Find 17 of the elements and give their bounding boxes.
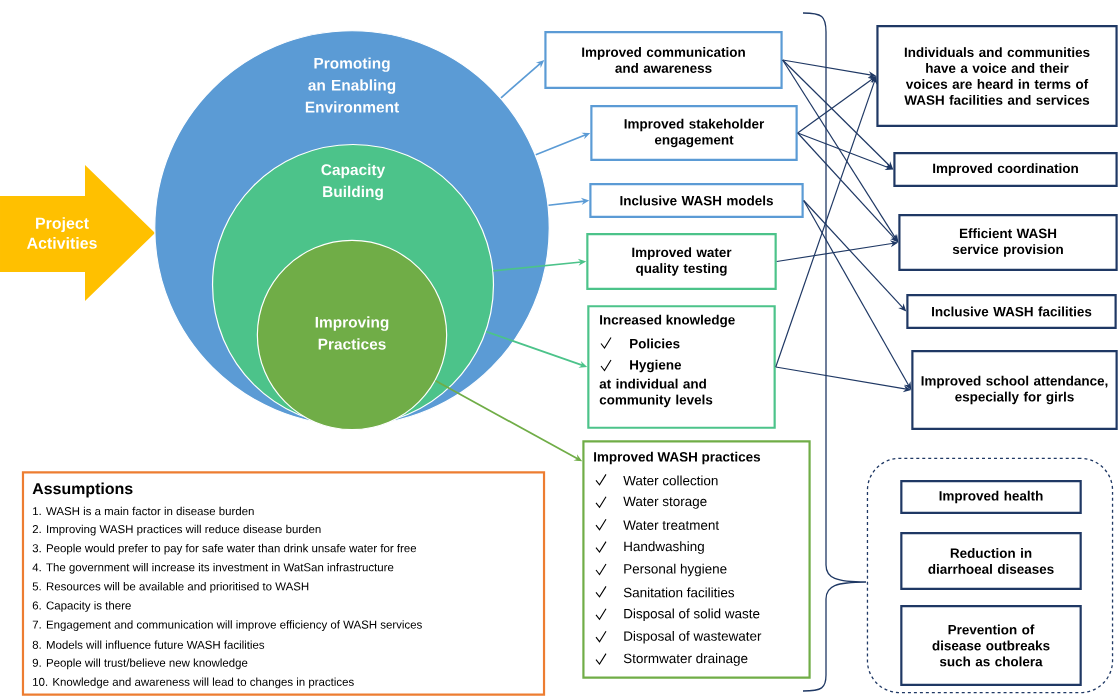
- outcome-box: Improved health: [900, 479, 1082, 515]
- outcome-box: Individuals and communities have a voice and their voices are heard in terms of WASH facilities and services: [876, 25, 1118, 127]
- outcome-box: Inclusive WASH models: [589, 182, 804, 219]
- list-box: Improved WASH practices Water collection Water storage Water treatment Handwashing Personal hygiene Sanitation facilities Disposal of solid waste Disposal of wastewater Stormwater drainage: [582, 440, 811, 679]
- outcome-box: Improved coordination: [893, 151, 1118, 188]
- outcome-box: Improved water quality testing: [586, 233, 777, 290]
- arrow: [803, 199, 912, 390]
- outcome-box: Prevention of disease outbreaks such as cholera: [900, 605, 1082, 686]
- outcome-box: Efficient WASH service provision: [898, 214, 1118, 271]
- assumptions-box: Assumptions 1. WASH is a main factor in disease burden 2. Improving WASH practices will reduce disease burden 3. People would prefer to pay for safe water than drink unsafe water for free 4. The government will increase its investment in WatSan infrastructure 5. Resources will be available and prioritised to WASH 6. Capacity is there 7. Engagement and communication will improve efficiency of WASH services 8. Models will influence future WASH facilities 9. People will trust/believe new knowledge 10. Knowledge and awareness will lead to changes in practices: [21, 471, 546, 696]
- outcome-box: Improved communication and awareness: [544, 31, 783, 89]
- outcome-box: Reduction in diarrhoeal diseases: [900, 532, 1082, 590]
- outcome-box: Improved school attendance, especially for girls: [911, 350, 1118, 430]
- outcome-box: Improved stakeholder engagement: [590, 105, 798, 161]
- list-box: Increased knowledge Policies Hygiene at individual and community levels: [587, 305, 776, 429]
- dashed-frame: [866, 457, 1114, 694]
- outcome-box: Inclusive WASH facilities: [906, 293, 1117, 330]
